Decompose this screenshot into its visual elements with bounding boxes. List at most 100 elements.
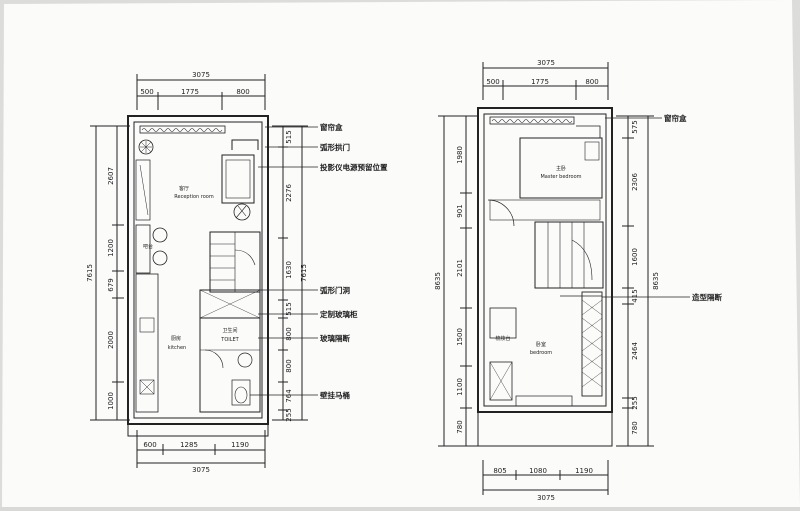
room-label-bar: 吧台	[143, 243, 153, 250]
bar-stool	[152, 250, 168, 266]
room-label-toilet-cn: 卫生间	[222, 327, 237, 334]
dim-right-total: 7615	[300, 264, 308, 282]
arched-door	[231, 139, 259, 150]
dim-bottom-total: 3075	[192, 466, 210, 474]
dim-bottom-part: 600	[143, 441, 156, 449]
dim-bottom-part: 1190	[231, 441, 249, 449]
left-inner-wall	[133, 121, 263, 419]
dim-bottom-total: 3075	[537, 494, 555, 502]
dim-bottom-part: 805	[493, 467, 506, 475]
room-label-second-en: bedroom	[530, 350, 552, 356]
bar-counter	[135, 224, 151, 274]
dim-right-part: 515	[285, 302, 293, 315]
curtain-box	[139, 125, 226, 134]
dim-left-total: 7615	[86, 264, 94, 282]
annotation-feature-partition: 造型隔断	[692, 292, 722, 302]
dim-left-part: 1500	[456, 328, 464, 346]
dim-left-part: 1980	[456, 146, 464, 164]
dim-right-part: 780	[631, 421, 639, 434]
room-label-toilet-en: TOILET	[220, 337, 239, 343]
dim-bottom-part: 1190	[575, 467, 593, 475]
dim-right-part: 415	[631, 289, 639, 302]
room-label-kitchen-en: kitchen	[168, 345, 186, 351]
dim-right-part: 2464	[631, 342, 639, 360]
room-label-second-cn: 卧室	[536, 341, 546, 348]
right-plan	[438, 62, 690, 495]
dim-bottom-part: 1285	[180, 441, 198, 449]
dim-left-part: 1200	[107, 239, 115, 257]
plant-icon	[138, 139, 154, 155]
dim-left-part: 901	[456, 204, 464, 217]
dim-bottom-part: 1080	[529, 467, 547, 475]
annotation-arched-opening: 弧形门洞	[320, 285, 350, 295]
right-balcony	[477, 411, 613, 447]
annotation-glass-cabinet: 定制玻璃柜	[320, 309, 358, 319]
dresser	[489, 307, 517, 339]
kitchen-counter	[135, 273, 159, 413]
second-bed-edge	[515, 395, 573, 407]
dim-left-part: 2101	[456, 259, 464, 277]
feature-partition	[581, 291, 603, 397]
sofa	[221, 154, 255, 204]
dim-right-part: 515	[285, 130, 293, 143]
tv-cabinet	[135, 159, 151, 221]
annotation-wall-toilet: 壁挂马桶	[320, 390, 350, 400]
wardrobe	[489, 199, 601, 221]
dim-top-total: 3075	[537, 59, 555, 67]
dim-left-total: 8635	[434, 272, 442, 290]
curtain-wave	[141, 128, 223, 132]
annotation-curtain-box: 窗帘盒	[320, 122, 343, 132]
side-cabinet	[489, 361, 513, 401]
dim-right-part: 800	[285, 327, 293, 340]
annotation-projector-power: 投影仪电源预留位置	[320, 162, 388, 172]
bar-stool	[152, 227, 168, 243]
dim-top-total: 3075	[192, 71, 210, 79]
left-plan	[90, 74, 318, 468]
room-label-reception-cn: 客厅	[179, 185, 189, 192]
right-plan-text: 3075 500 1775 800 805 1080 1190 3075 863…	[434, 59, 722, 502]
toilet-room	[199, 317, 261, 413]
furniture-label-desk: 梳妆台	[495, 335, 510, 342]
toilet-door-swing	[204, 349, 224, 369]
dim-right-part: 800	[285, 359, 293, 372]
dim-top-part: 800	[236, 88, 249, 96]
dim-top-part: 500	[140, 88, 153, 96]
dim-right-part: 2306	[631, 173, 639, 191]
curtain-box	[489, 116, 575, 125]
dim-left-part: 1100	[456, 378, 464, 396]
room-label-master-en: Master bedroom	[540, 174, 581, 180]
sink-icon	[139, 317, 155, 333]
dim-left-part: 2607	[107, 167, 115, 185]
left-plan-text: 3075 500 1775 800 600 1285 1190 3075 761…	[86, 71, 388, 474]
stove-icon	[139, 379, 155, 395]
staircase	[534, 221, 604, 289]
dim-right-part: 255	[631, 396, 639, 409]
dim-left-part: 780	[456, 420, 464, 433]
dim-right-part: 2276	[285, 184, 293, 202]
wall-toilet-icon	[231, 379, 251, 406]
dim-left-part: 1000	[107, 392, 115, 410]
dim-right-total: 8635	[652, 272, 660, 290]
master-door-swing	[487, 199, 515, 227]
dim-right-part: 1630	[285, 261, 293, 279]
dim-right-part: 1600	[631, 248, 639, 266]
basin-icon	[237, 352, 253, 368]
dim-top-part: 1775	[181, 88, 199, 96]
room-label-kitchen-cn: 厨房	[171, 335, 181, 342]
dim-top-part: 500	[486, 78, 499, 86]
master-bed	[519, 137, 603, 199]
dim-right-part: 575	[631, 120, 639, 133]
annotation-curtain-box: 窗帘盒	[664, 113, 687, 123]
nightstand	[584, 141, 600, 161]
dim-right-part: 764	[285, 389, 293, 403]
dim-left-part: 679	[107, 278, 115, 291]
annotation-arched-door: 弧形拱门	[320, 142, 350, 152]
dim-top-part: 800	[585, 78, 598, 86]
annotation-glass-partition: 玻璃隔断	[320, 333, 350, 343]
room-label-master-cn: 主卧	[556, 165, 566, 172]
lounge-chair	[233, 203, 251, 221]
left-balcony	[127, 423, 269, 437]
